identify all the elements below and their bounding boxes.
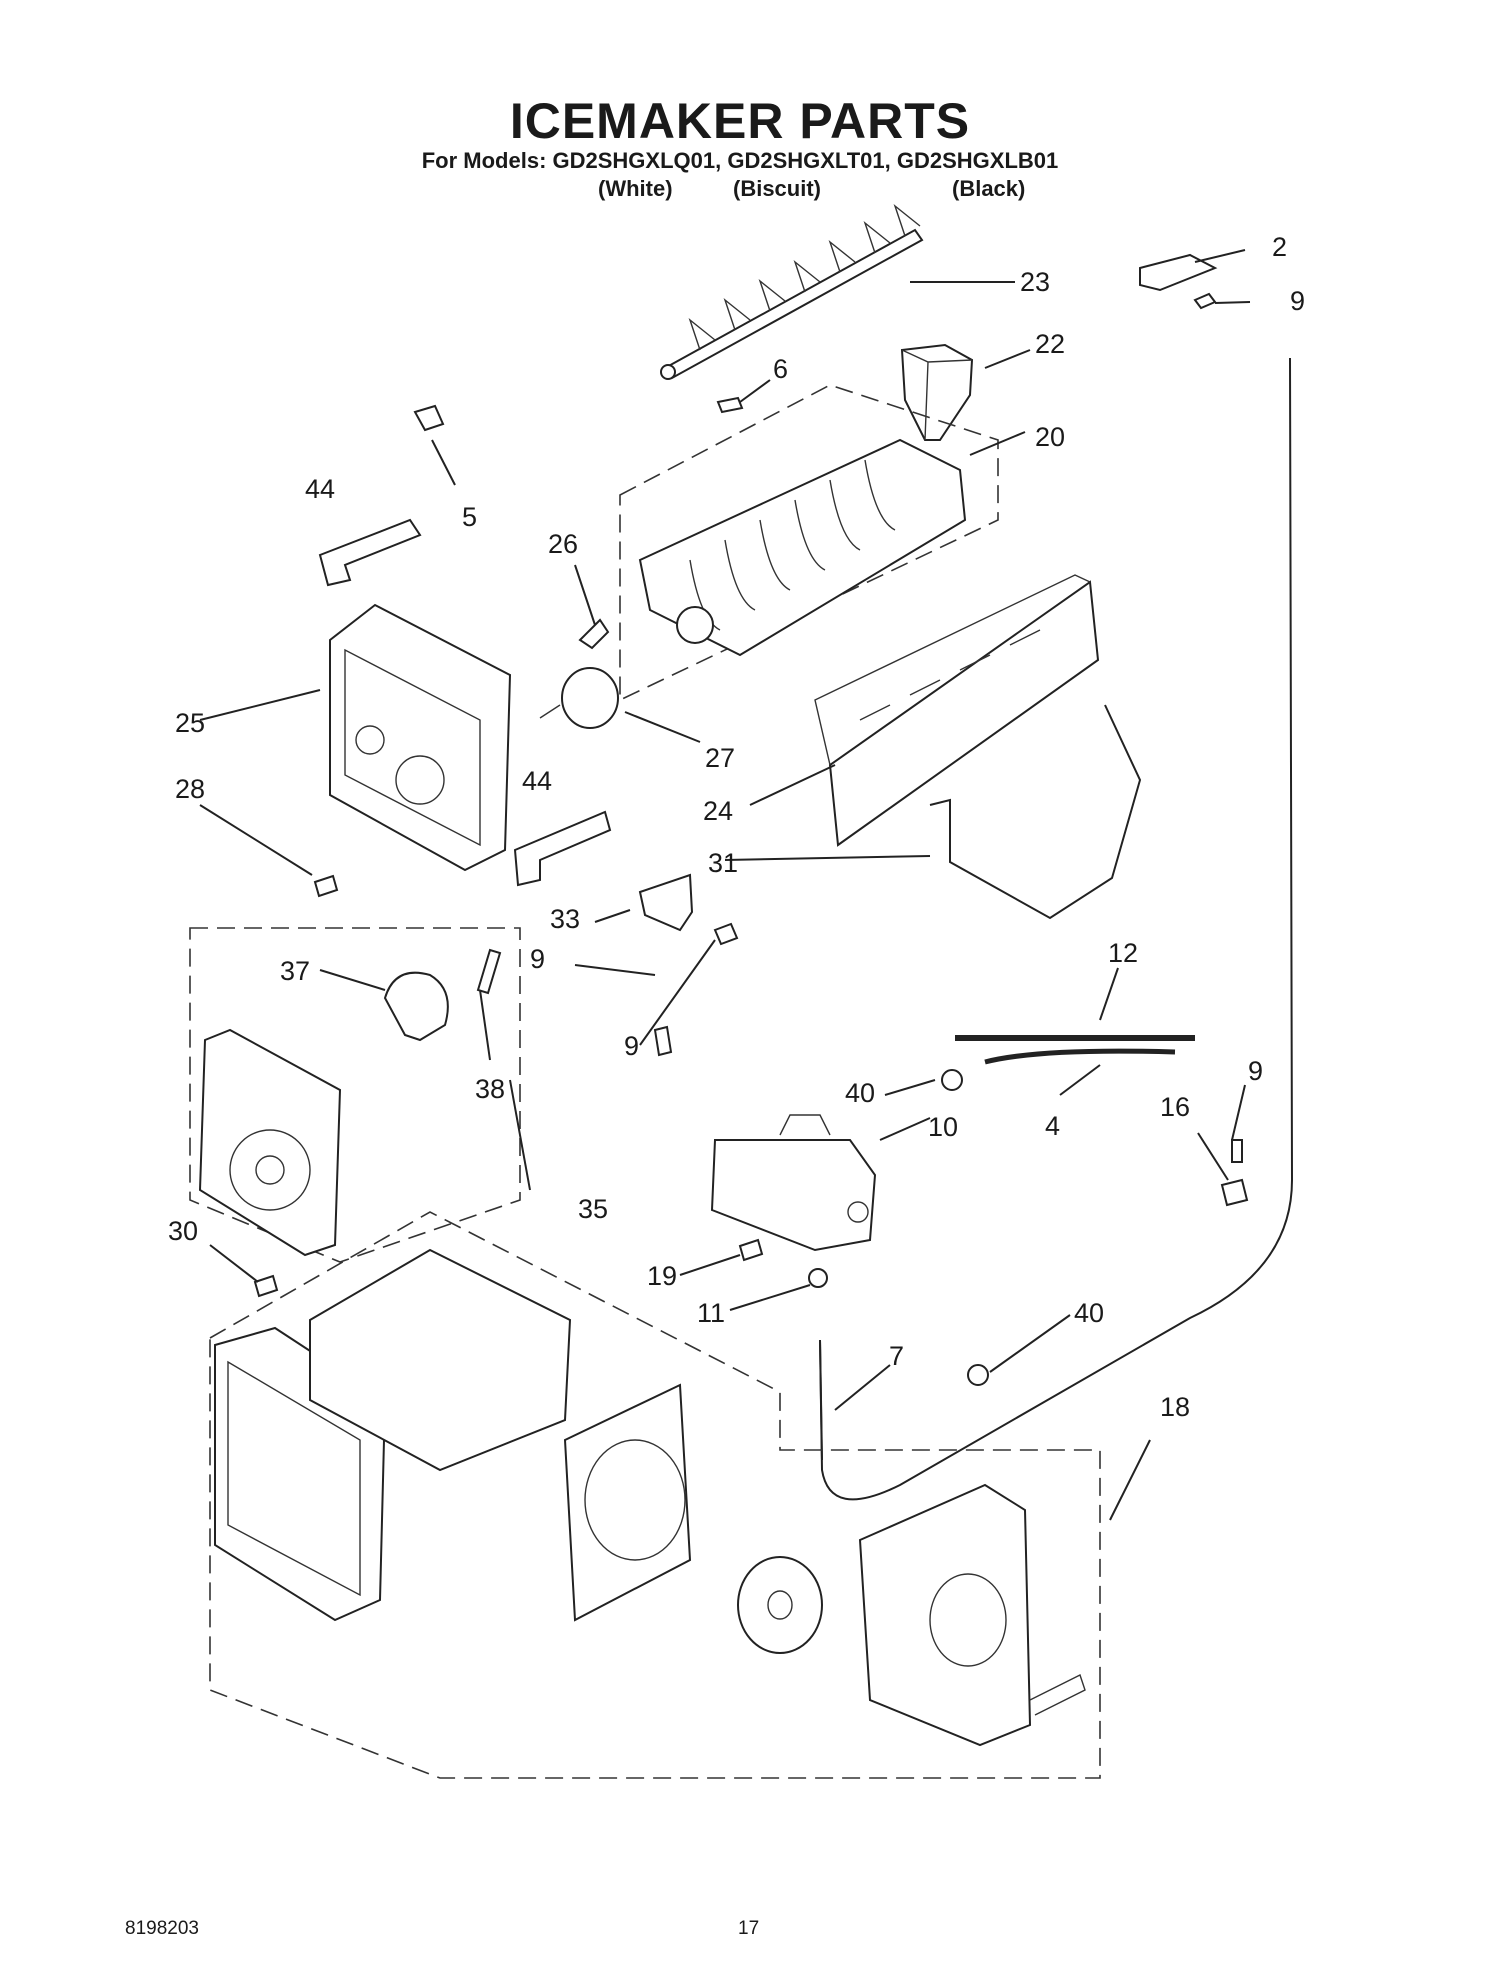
callout-11: 11 [697,1298,725,1328]
module-frame-35 [189,927,521,1263]
ejector-part-23 [660,203,924,380]
callout-22: 22 [1035,329,1065,359]
callout-2: 2 [1272,232,1287,262]
screw-9-lower-a [653,1025,673,1057]
callout-38: 38 [475,1074,505,1104]
callout-44: 44 [522,766,552,796]
callout-26: 26 [548,529,578,559]
callout-24: 24 [703,796,733,826]
callout-10: 10 [928,1112,958,1142]
screw-part-19 [738,1238,764,1262]
callout-30: 30 [168,1216,198,1246]
callout-31: 31 [708,848,738,878]
callout-20: 20 [1035,422,1065,452]
document-number: 8198203 [125,1918,199,1939]
nut-part-11 [808,1268,828,1288]
dispenser-housing [214,1248,572,1622]
fill-tube [819,357,1294,1501]
callout-9: 9 [530,944,545,974]
callout-labels: 2 9 23 22 6 20 44 5 26 25 27 24 28 44 31… [168,232,1305,1422]
callout-6: 6 [773,354,788,384]
callout-19: 19 [647,1261,677,1291]
callout-9: 9 [1248,1056,1263,1086]
screw-9-top-right [1193,292,1217,310]
fan-cover-part-18 [858,1483,1086,1747]
callout-18: 18 [1160,1392,1190,1422]
callout-16: 16 [1160,1092,1190,1122]
tube-part-4 [984,1048,1176,1065]
callout-40: 40 [845,1078,875,1108]
callout-27: 27 [705,743,735,773]
callout-12: 12 [1108,938,1138,968]
bracket-part-2 [1139,253,1218,292]
callout-5: 5 [462,502,477,532]
page-number: 17 [738,1918,760,1939]
callout-37: 37 [280,956,310,986]
clamp-part-16 [1220,1178,1249,1207]
clip-part-5 [413,404,445,432]
cover-part-24 [814,574,1100,847]
callout-33: 33 [550,904,580,934]
callout-4: 4 [1045,1111,1060,1141]
leader-lines [199,249,1251,1521]
callout-7: 7 [889,1341,904,1371]
tube-part-7 [819,1339,823,1461]
lever-part-26 [578,618,610,650]
housing-part-25 [329,603,512,872]
callout-44: 44 [305,474,335,504]
mold-group-frame [619,384,999,702]
callout-25: 25 [175,708,205,738]
base-assembly-frame-18 [209,1211,1101,1779]
nut-part-40-upper [941,1069,963,1091]
callout-35: 35 [578,1194,608,1224]
ice-mold-part-20 [638,438,967,657]
color-biscuit-label: (Biscuit) [733,176,821,201]
module-plate [198,1028,342,1257]
color-black-label: (Black) [952,176,1026,201]
callout-23: 23 [1020,267,1050,297]
callout-40: 40 [1074,1298,1104,1328]
screw-part-38 [476,948,502,995]
bracket-part-33 [638,873,694,932]
fan-blade [737,1556,823,1654]
spring-part-44-lower [513,810,612,887]
valve-part-10 [710,1114,877,1252]
spring-part-44-top [318,518,422,587]
callout-9: 9 [1290,286,1305,316]
callout-28: 28 [175,774,205,804]
fan-shroud [563,1383,692,1622]
screw-9-right [1231,1139,1243,1163]
screw-part-30 [253,1274,279,1298]
page-title: ICEMAKER PARTS [509,93,971,149]
fill-cup-part-22 [900,343,974,441]
nut-part-40-lower [967,1364,989,1386]
shutoff-arm-part-31 [929,704,1142,920]
screw-part-28 [313,874,339,898]
motor-part-37 [383,971,449,1042]
motor-part-27 [539,667,619,729]
color-white-label: (White) [598,176,673,201]
models-line: For Models: GD2SHGXLQ01, GD2SHGXLT01, GD… [421,148,1059,173]
screw-9-lower-b [713,922,739,946]
screw-part-6 [716,396,744,414]
callout-9: 9 [624,1031,639,1061]
